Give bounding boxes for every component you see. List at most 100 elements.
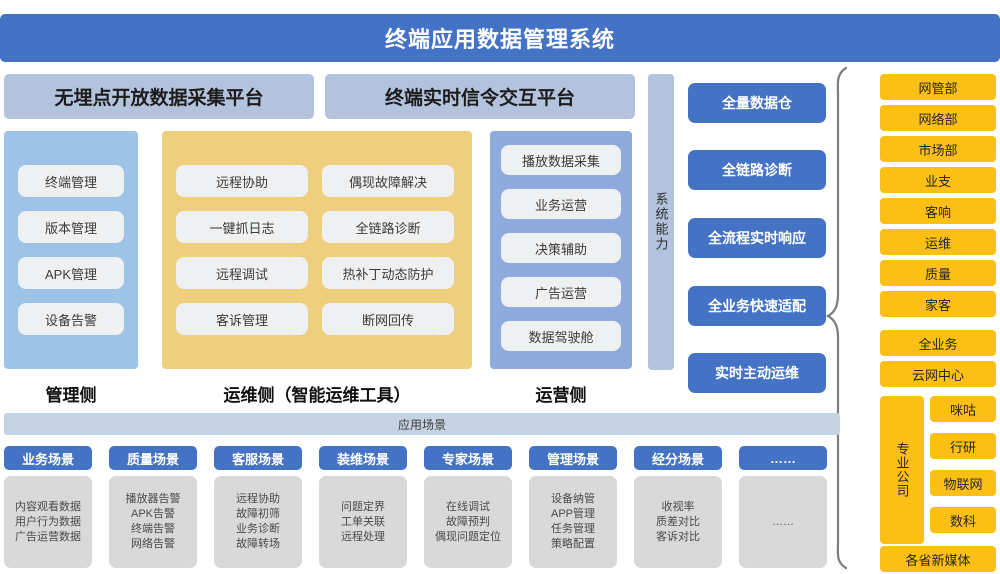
chip-ops-b0[interactable]: 偶现故障解决 [322,165,454,197]
org-group-professional-company-label: 专业公司 [894,442,910,498]
scenario-column-7: …… …… [739,446,827,568]
scenario-line: 业务诊断 [236,523,280,535]
scenario-line: 故障初筛 [236,508,280,520]
scenario-head-7[interactable]: …… [739,446,827,470]
org-item-last[interactable]: 各省新媒体 [880,546,996,572]
panel-business: 播放数据采集 业务运营 决策辅助 广告运营 数据驾驶舱 [490,131,632,369]
page-title-text: 终端应用数据管理系统 [384,27,615,52]
platform-bar-signaling[interactable]: 终端实时信令交互平台 [325,74,635,119]
chip-business-2[interactable]: 决策辅助 [501,233,621,263]
org-item-7[interactable]: 家客 [880,291,996,317]
scenario-column-2: 客服场景 远程协助故障初筛业务诊断故障转场 [214,446,302,568]
panel-management: 终端管理 版本管理 APK管理 设备告警 [4,131,138,369]
chip-ops-b1[interactable]: 全链路诊断 [322,211,454,243]
scenario-head-4[interactable]: 专家场景 [424,446,512,470]
scenario-body-0: 内容观看数据用户行为数据广告运营数据 [4,476,92,568]
org-group-item-2[interactable]: 物联网 [930,470,996,496]
scenario-line: 故障转场 [236,538,280,550]
chip-business-4[interactable]: 数据驾驶舱 [501,321,621,351]
scenario-body-3: 问题定界工单关联远程处理 [319,476,407,568]
application-scenarios-bar-label: 应用场景 [397,417,446,432]
scenario-line: 在线调试 [446,500,490,513]
capability-button-1[interactable]: 全链路诊断 [688,150,826,190]
scenario-body-7: …… [739,476,827,568]
scenario-line: 广告运营数据 [15,530,81,543]
chip-ops-a0[interactable]: 远程协助 [176,165,308,197]
org-group-item-3[interactable]: 数科 [930,507,996,533]
org-item-8[interactable]: 全业务 [880,330,996,356]
scenario-line: 客诉对比 [656,530,700,543]
capability-button-2[interactable]: 全流程实时响应 [688,218,826,258]
chip-business-0[interactable]: 播放数据采集 [501,145,621,175]
chip-business-1[interactable]: 业务运营 [501,189,621,219]
panel-operations: 远程协助 一键抓日志 远程调试 客诉管理 偶现故障解决 全链路诊断 热补丁动态防… [162,131,472,369]
scenario-line: 故障预判 [446,515,490,528]
page-title: 终端应用数据管理系统 [0,14,1000,62]
scenario-line: …… [772,515,794,528]
org-item-6[interactable]: 质量 [880,260,996,286]
org-item-5[interactable]: 运维 [880,229,996,255]
scenario-line: 工单关联 [341,515,385,528]
scenario-line: 远程处理 [341,530,385,543]
chip-management-0[interactable]: 终端管理 [18,165,124,197]
org-group-professional-company[interactable]: 专业公司 [880,396,924,544]
capability-button-0[interactable]: 全量数据仓 [688,83,826,123]
scenario-line: 质差对比 [656,515,700,528]
system-capability-strip: 系统能力 [648,74,674,370]
capability-button-3[interactable]: 全业务快速适配 [688,286,826,326]
panel-management-caption: 管理侧 [45,386,97,405]
scenario-head-3[interactable]: 装维场景 [319,446,407,470]
chip-business-3[interactable]: 广告运营 [501,277,621,307]
scenario-line: 设备纳管 [551,493,595,505]
platform-bar-collection[interactable]: 无埋点开放数据采集平台 [4,74,314,119]
curly-brace-icon [826,66,848,570]
scenario-head-6[interactable]: 经分场景 [634,446,722,470]
org-item-1[interactable]: 网络部 [880,105,996,131]
scenario-head-0[interactable]: 业务场景 [4,446,92,470]
org-item-4[interactable]: 客响 [880,198,996,224]
org-group-item-1[interactable]: 行研 [930,433,996,459]
platform-bar-signaling-label: 终端实时信令交互平台 [384,88,575,109]
scenario-line: APP管理 [550,508,595,520]
scenario-head-1[interactable]: 质量场景 [109,446,197,470]
chip-management-2[interactable]: APK管理 [18,257,124,289]
chip-management-1[interactable]: 版本管理 [18,211,124,243]
scenario-column-3: 装维场景 问题定界工单关联远程处理 [319,446,407,568]
scenario-column-4: 专家场景 在线调试故障预判偶现问题定位 [424,446,512,568]
system-capability-strip-label: 系统能力 [653,192,669,252]
org-item-0[interactable]: 网管部 [880,74,996,100]
scenario-line: 播放器告警 [125,493,181,505]
chip-ops-b3[interactable]: 断网回传 [322,303,454,335]
scenario-line: APK告警 [130,508,175,520]
scenario-column-6: 经分场景 收视率质差对比客诉对比 [634,446,722,568]
scenario-line: 远程协助 [236,493,280,505]
scenario-line: 问题定界 [341,500,385,513]
scenario-body-6: 收视率质差对比客诉对比 [634,476,722,568]
org-group-item-0[interactable]: 咪咕 [930,396,996,422]
chip-ops-a1[interactable]: 一键抓日志 [176,211,308,243]
chip-management-3[interactable]: 设备告警 [18,303,124,335]
scenario-line: 任务管理 [551,523,595,535]
scenario-body-2: 远程协助故障初筛业务诊断故障转场 [214,476,302,568]
scenario-column-0: 业务场景 内容观看数据用户行为数据广告运营数据 [4,446,92,568]
chip-ops-a3[interactable]: 客诉管理 [176,303,308,335]
scenario-line: 收视率 [661,500,695,513]
application-scenarios-bar: 应用场景 [4,413,840,435]
panel-operations-caption: 运维侧（智能运维工具） [223,386,411,405]
org-item-3[interactable]: 业支 [880,167,996,193]
chip-ops-b2[interactable]: 热补丁动态防护 [322,257,454,289]
scenario-head-5[interactable]: 管理场景 [529,446,617,470]
scenario-line: 网络告警 [131,538,175,550]
org-item-2[interactable]: 市场部 [880,136,996,162]
scenario-head-2[interactable]: 客服场景 [214,446,302,470]
chip-ops-a2[interactable]: 远程调试 [176,257,308,289]
scenario-line: 偶现问题定位 [435,530,501,543]
capability-button-4[interactable]: 实时主动运维 [688,353,826,393]
org-item-9[interactable]: 云网中心 [880,361,996,387]
panel-business-caption: 运营侧 [535,386,587,405]
